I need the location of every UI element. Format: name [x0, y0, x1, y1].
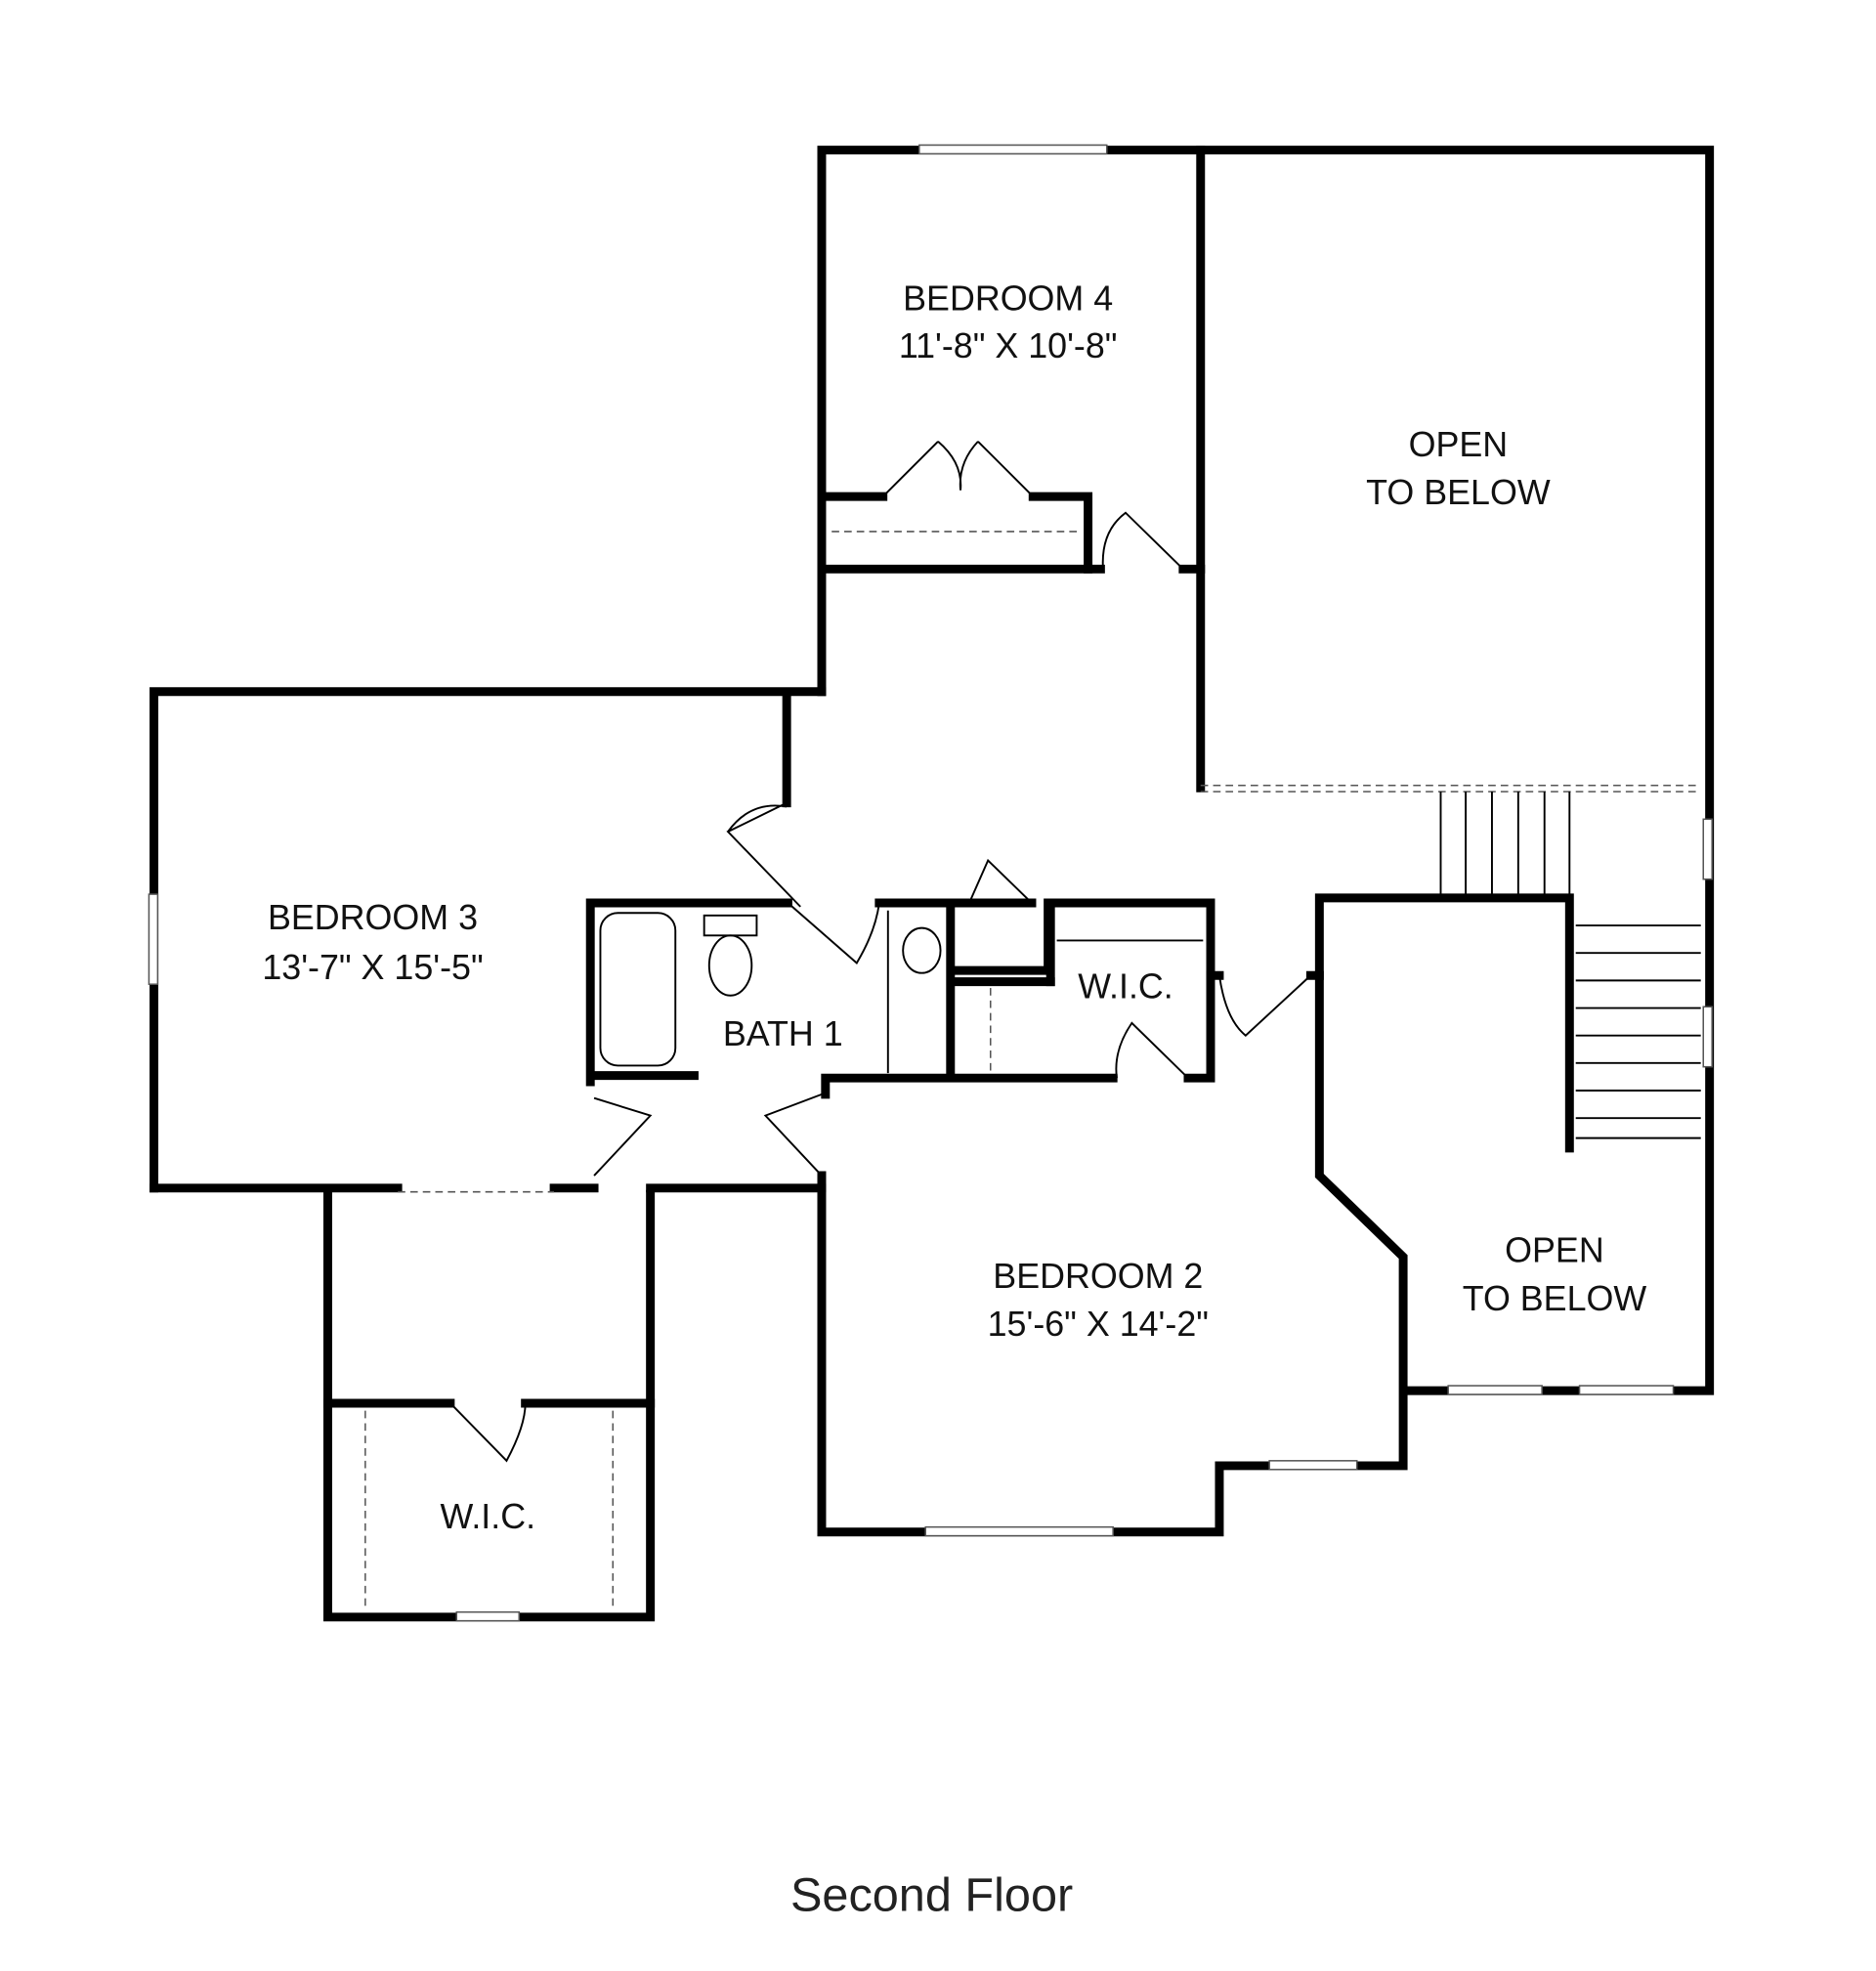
fixtures	[364, 441, 1701, 1611]
bedroom4-size: 11'-8" X 10'-8"	[899, 326, 1118, 365]
bedroom2-label: BEDROOM 2	[993, 1257, 1203, 1296]
floor-title: Second Floor	[790, 1869, 1073, 1922]
toilet-tank	[703, 914, 758, 937]
open-to-below-2-line2: TO BELOW	[1463, 1279, 1647, 1318]
open-to-below-1-line1: OPEN	[1409, 425, 1509, 464]
bedroom2-size: 15'-6" X 14'-2"	[988, 1305, 1209, 1344]
sink	[902, 926, 942, 974]
stairs	[1439, 792, 1701, 1139]
bedroom3-size: 13'-7" X 15'-5"	[262, 948, 483, 987]
bedroom4-label: BEDROOM 4	[903, 279, 1113, 318]
wic-lower-label: W.I.C.	[440, 1497, 535, 1536]
toilet-bowl	[707, 934, 753, 997]
open-to-below-1-line2: TO BELOW	[1366, 473, 1551, 512]
walls	[149, 146, 1715, 1622]
bathtub	[599, 912, 677, 1067]
bath1-label: BATH 1	[723, 1014, 843, 1053]
open-to-below-2-line1: OPEN	[1505, 1230, 1604, 1269]
windows	[148, 144, 1713, 1622]
bedroom3-label: BEDROOM 3	[268, 898, 478, 937]
wic-upper-label: W.I.C.	[1078, 966, 1173, 1006]
